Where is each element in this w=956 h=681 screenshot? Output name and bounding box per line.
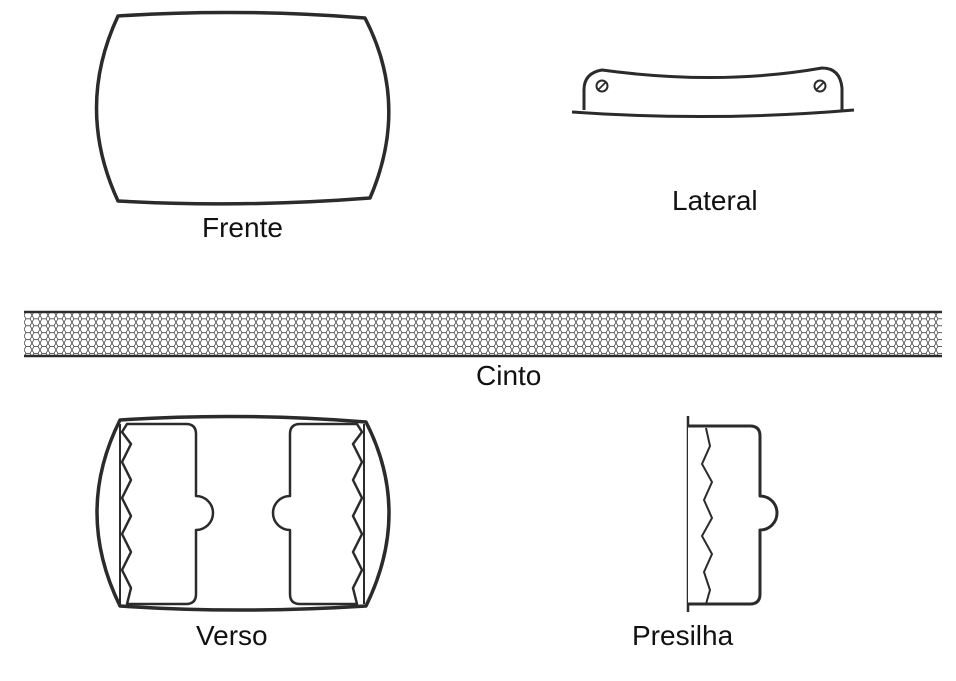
screw-icon [595,79,609,93]
buckle-side-view [571,66,855,119]
side-view-label: Lateral [672,185,758,216]
belt-strip [24,310,942,358]
clip-label: Presilha [632,620,734,651]
front-view-label: Frente [202,212,283,243]
buckle-back-view [95,414,391,612]
belt-label: Cinto [476,360,542,391]
buckle-front-view [94,10,391,206]
screw-icon [813,79,827,93]
buckle-clip-view [686,416,779,612]
back-view-label: Verso [196,620,268,651]
